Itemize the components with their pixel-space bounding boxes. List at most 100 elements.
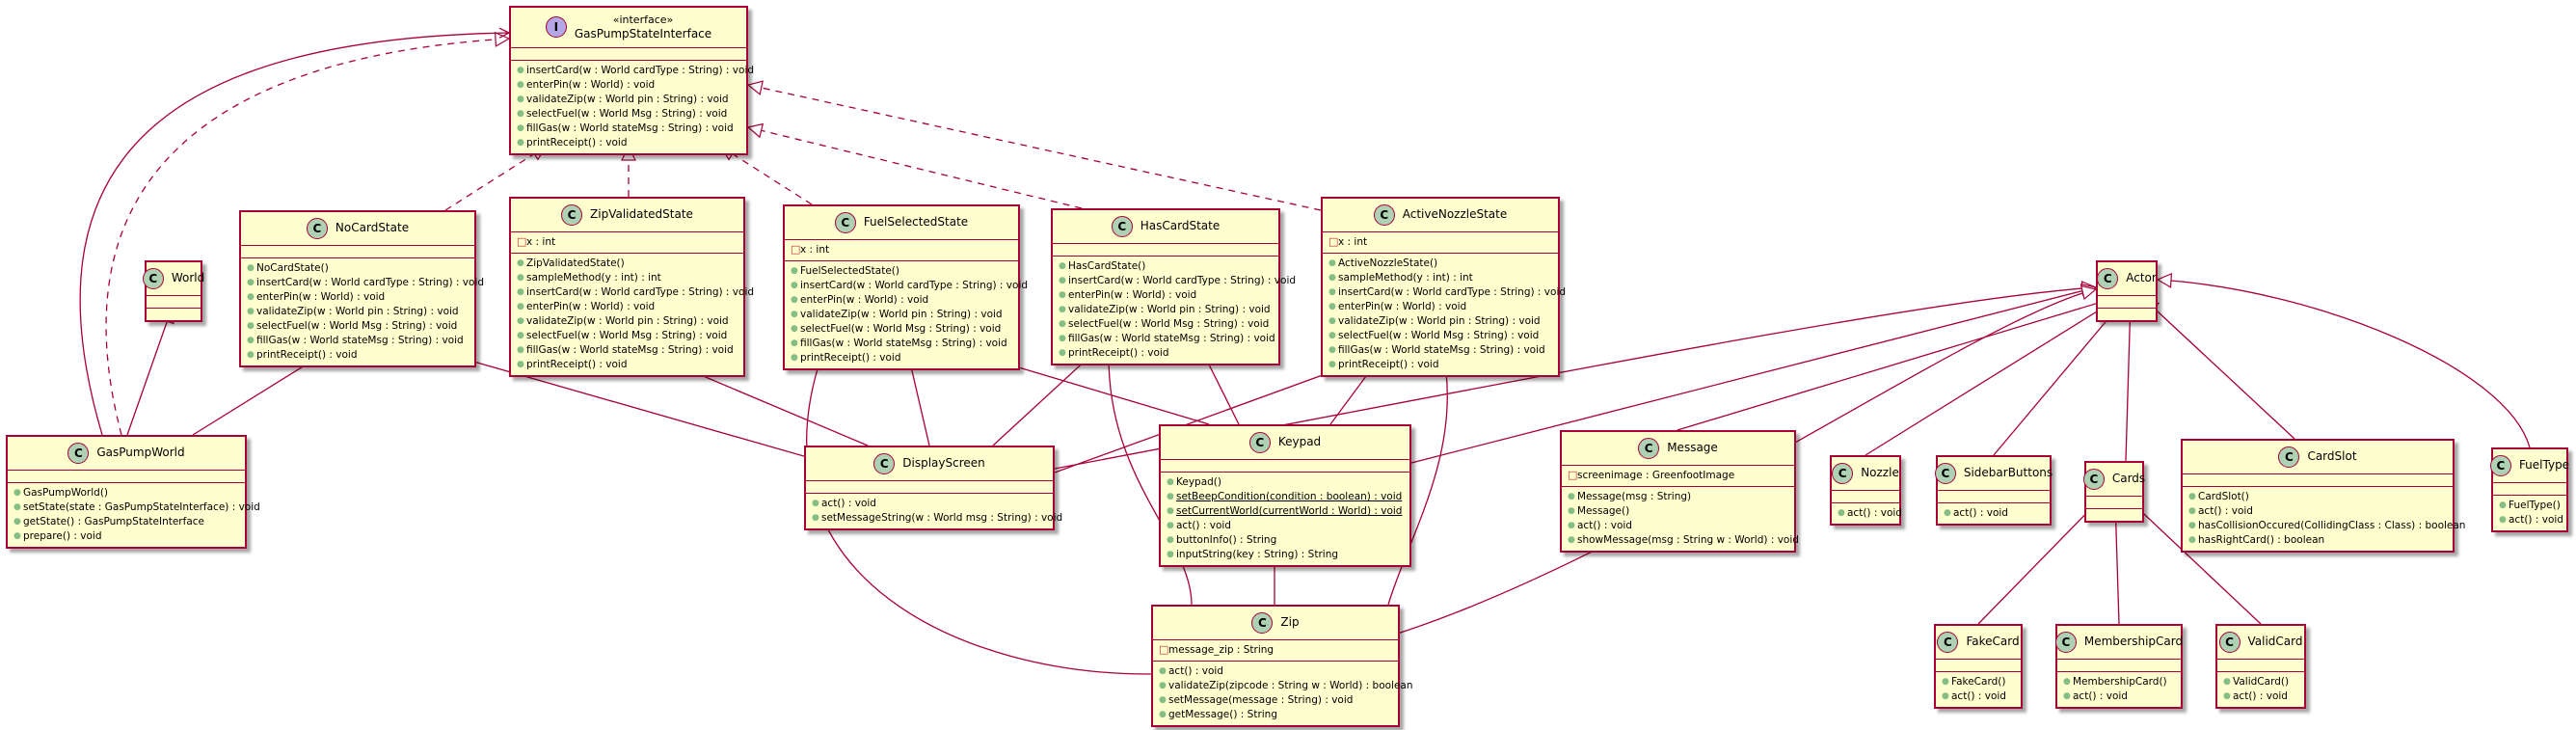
class-name: Cards (2111, 472, 2146, 486)
method-text: enterPin(w : World) : void (800, 294, 929, 306)
public-icon (247, 305, 256, 319)
method-text: act() : void (2233, 690, 2288, 702)
method-row: MembershipCard() (2063, 675, 2175, 689)
method-text: CardSlot() (2198, 491, 2249, 502)
method-row: validateZip(w : World pin : String) : vo… (517, 93, 740, 107)
relation-inheritance (2125, 298, 2132, 462)
fields-section (1053, 244, 1278, 257)
method-text: sampleMethod(y : int) : int (1338, 272, 1473, 284)
method-row: GasPumpWorld() (13, 486, 239, 500)
class-icon: C (142, 268, 164, 289)
public-icon (1167, 548, 1176, 562)
public-icon (517, 107, 526, 122)
method-row: enterPin(w : World) : void (1059, 288, 1273, 303)
class-title: Nozzle (1861, 466, 1899, 480)
method-text: printReceipt() : void (526, 359, 628, 370)
relation-association (470, 360, 869, 475)
method-text: setMessageString(w : World msg : String)… (821, 512, 1063, 524)
public-icon (1159, 693, 1168, 708)
method-row: printReceipt() : void (517, 136, 740, 150)
method-text: act() : void (1953, 507, 2008, 519)
class-name: ZipValidatedState (590, 207, 693, 222)
methods-section: Message(msg : String)Message()act() : vo… (1562, 487, 1799, 551)
method-row: ActiveNozzleState() (1328, 257, 1552, 271)
public-icon (2188, 533, 2198, 548)
fields-section (2183, 474, 2453, 487)
public-icon (1167, 504, 1176, 519)
public-icon (791, 308, 800, 322)
method-row: act() : void (1838, 506, 1902, 521)
method-text: setMessage(message : String) : void (1168, 694, 1354, 706)
public-icon (812, 497, 821, 511)
method-row: setState(state : GasPumpStateInterface) … (13, 500, 260, 515)
public-icon (1167, 519, 1176, 533)
class-title: ValidCard (2248, 635, 2303, 649)
method-row: CardSlot() (2188, 490, 2447, 504)
method-text: printReceipt() : void (800, 352, 901, 364)
class-title: HasCardState (1140, 219, 1220, 233)
methods-section: ActiveNozzleState() sampleMethod(y : int)… (1323, 254, 1566, 375)
class-title: Actor (2126, 271, 2157, 285)
method-text: enterPin(w : World) : void (256, 291, 386, 303)
method-text: act() : void (2073, 690, 2128, 702)
class-name: Actor (2126, 271, 2157, 285)
public-icon (1328, 271, 1338, 285)
method-text: selectFuel(w : World Msg : String) : voi… (526, 107, 728, 120)
method-text: hasCollisionOccured(CollidingClass : Cla… (2198, 520, 2466, 531)
method-row: showMessage(msg : String w : World) : vo… (1568, 533, 1799, 548)
private-icon (1568, 468, 1577, 484)
method-text: printReceipt() : void (526, 136, 628, 149)
method-row: validateZip(w : World pin : String) : vo… (517, 314, 738, 329)
class-name: CardSlot (2307, 449, 2357, 464)
class-title: MembershipCard (2084, 635, 2183, 649)
methods-section: GasPumpWorld()setState(state : GasPumpSt… (8, 483, 260, 547)
method-row: act() : void (2223, 689, 2298, 704)
method-text: prepare() : void (23, 530, 102, 542)
method-text: ActiveNozzleState() (1338, 257, 1438, 269)
method-row: printReceipt() : void (1328, 358, 1552, 372)
method-row: printReceipt() : void (791, 351, 1012, 365)
class-name: FakeCard (1966, 635, 2020, 649)
method-row: Message(msg : String) (1568, 490, 1788, 504)
method-row: validateZip(w : World pin : String) : vo… (247, 305, 469, 319)
methods-section: act() : void setMessageString(w : World m… (806, 494, 1062, 528)
methods-section: Keypad()setBeepCondition(condition : boo… (1161, 473, 1409, 565)
public-icon (2063, 675, 2073, 689)
public-icon (517, 78, 526, 93)
method-row: insertCard(w : World cardType : String) … (1328, 285, 1566, 300)
public-icon (247, 319, 256, 334)
class-title: GasPumpWorld (96, 446, 184, 460)
public-icon (1059, 317, 1068, 332)
method-text: fillGas(w : World stateMsg : String) : v… (1068, 333, 1275, 344)
method-row: enterPin(w : World) : void (517, 78, 740, 93)
class-title: Keypad (1278, 435, 1321, 449)
method-text: validateZip(zipcode : String w : World) … (1168, 680, 1413, 691)
class-title: SidebarButtons (1964, 466, 2053, 480)
method-text: act() : void (821, 498, 876, 509)
class-name: ValidCard (2247, 635, 2303, 649)
method-row: act() : void (1944, 506, 2044, 521)
method-text: insertCard(w : World cardType : String) … (1068, 275, 1297, 286)
public-icon (1159, 708, 1168, 722)
public-icon (1328, 343, 1338, 358)
relation-association (1108, 356, 1193, 606)
method-row: inputString(key : String) : String (1167, 548, 1404, 562)
method-row: Message() (1568, 504, 1788, 519)
class-title: ZipValidatedState (590, 207, 693, 222)
method-text: validateZip(w : World pin : String) : vo… (526, 315, 729, 327)
public-icon (13, 486, 23, 500)
class-no-card-state: CNoCardStateNoCardState()insertCard(w : … (239, 210, 484, 367)
method-row: ZipValidatedState() (517, 257, 738, 271)
method-text: selectFuel(w : World Msg : String) : voi… (1068, 318, 1270, 330)
method-text: enterPin(w : World) : void (526, 78, 656, 91)
public-icon (247, 276, 256, 290)
class-icon: C (67, 443, 90, 464)
fields-section: x : int (785, 240, 1018, 261)
